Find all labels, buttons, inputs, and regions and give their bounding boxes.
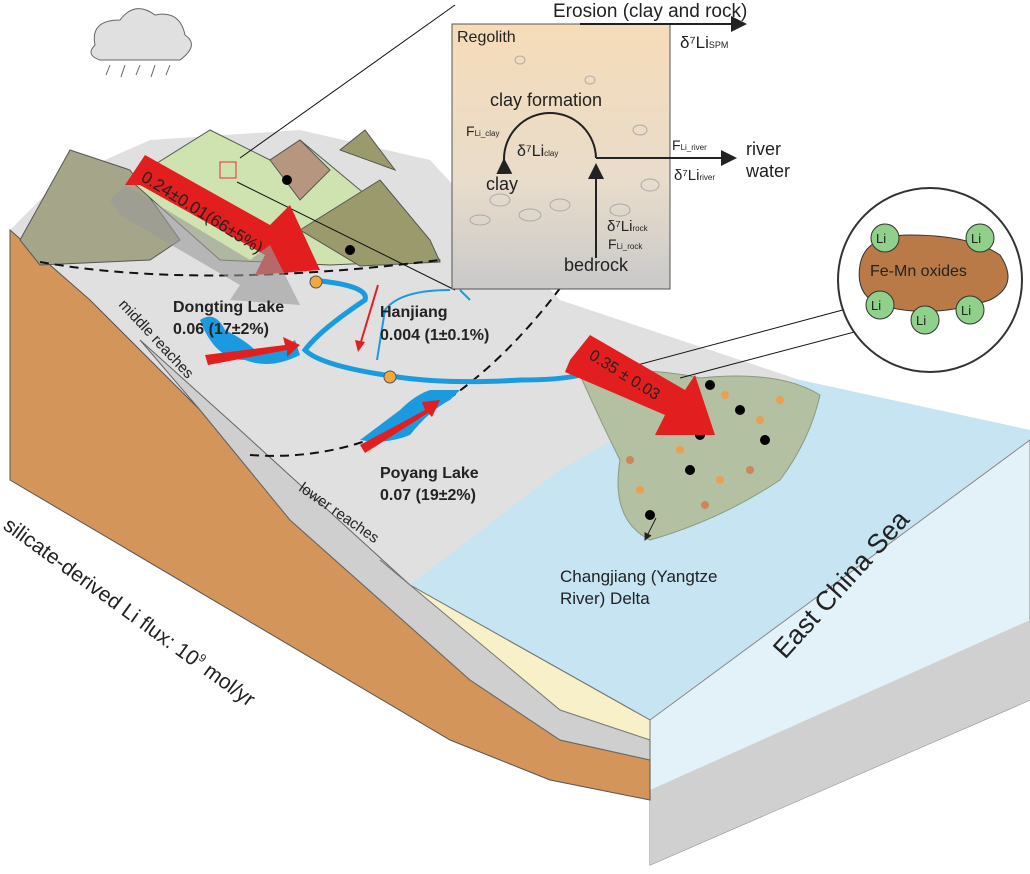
poyang-lake-value: 0.07 (19±2%) [380,487,476,504]
river-label: river [746,139,781,159]
f-li-river-label: FLi_river [672,137,707,153]
dongting-lake-value: 0.06 (17±2%) [173,321,269,338]
hanjiang-flux-arrow [359,284,379,346]
yangtze-river [301,277,581,385]
poyang-lake-name: Poyang Lake [380,465,479,482]
delta-flux-arrow [565,335,715,435]
upper-reaches-shadow [110,185,300,305]
delta-flux-value: 0.35 ± 0.03 [586,347,663,404]
sand-layer [379,559,651,741]
delta-label-line1: Changjiang (Yangtze [560,567,718,586]
upper-reach-boundary [39,259,441,277]
li-label: Li [876,231,886,246]
f-li-rock-label: FLi_rock [608,236,643,252]
rain-cloud-icon [90,8,192,78]
regolith-label: Regolith [457,29,516,46]
li-particles [865,223,995,335]
d7li-spm-label: δ⁷LiSPM [680,33,728,52]
lower-reaches-label: lower reaches [296,479,382,546]
li-label: Li [971,231,981,246]
upper-flux-value: 0.24±0.01(66±5%) [138,167,266,257]
sea-surface [410,380,1030,720]
delta [579,370,821,541]
d7li-clay-label: δ⁷Liclay [517,143,558,160]
poyang-flux-arrow [360,400,440,453]
hanjiang-name: Hanjiang [380,304,448,321]
water-label: water [745,161,790,181]
d7li-river-label: δ⁷Liriver [674,167,715,184]
delta-label-line2: River) Delta [560,589,650,608]
li-label: Li [871,298,881,313]
f-li-clay-label: FLi_clay [466,123,499,139]
erosion-label: Erosion (clay and rock) [553,1,747,22]
bedrock-label: bedrock [564,255,629,275]
fe-mn-oxides-label: Fe-Mn oxides [870,263,967,280]
hanjiang-value: 0.004 (1±0.1%) [380,327,489,344]
dongting-lake-name: Dongting Lake [173,299,284,316]
clay-label: clay [486,174,518,194]
li-label: Li [961,303,971,318]
flux-unit-label: silicate-derived Li flux: 109 mol/yr [0,513,259,711]
clay-formation-label: clay formation [490,90,602,110]
dongting-flux-arrow [205,337,300,365]
d7li-rock-label: δ⁷Lirock [607,218,649,235]
crust-face [650,620,1030,865]
li-label: Li [916,313,926,328]
east-china-sea-label: East China Sea [767,504,915,664]
upper-reaches-flux-arrow [125,155,320,275]
regolith-inset [451,23,671,290]
